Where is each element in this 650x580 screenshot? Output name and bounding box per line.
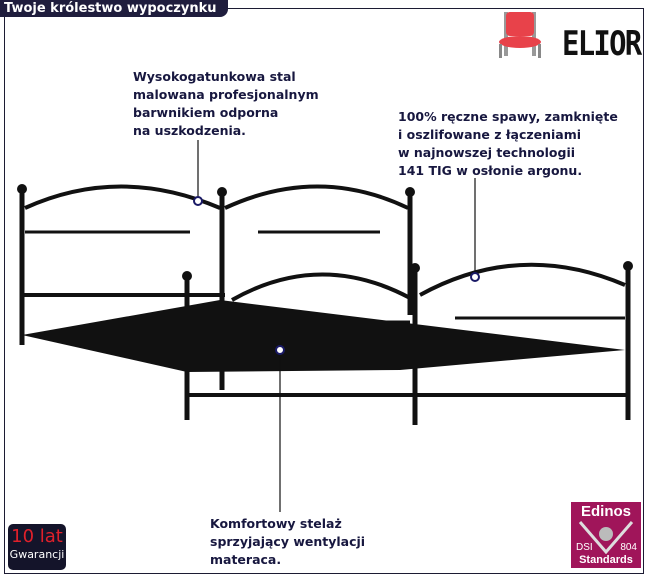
callout-dot [470, 272, 480, 282]
certificate-left: DSI [576, 542, 593, 553]
callout-line: malowana profesjonalnym [133, 87, 319, 102]
callout-line: sprzyjający wentylacji [210, 534, 366, 549]
content-frame [4, 8, 644, 574]
callout-line: i oszlifowane z łączeniami [398, 127, 582, 142]
callout-dot [275, 345, 285, 355]
callout-dot [193, 196, 203, 206]
header-tab: Twoje królestwo wypoczynku [0, 0, 229, 17]
certificate-right: 804 [620, 542, 637, 553]
warranty-years: 10 lat [11, 526, 63, 547]
callout-welds: 100% ręczne spawy, zamknięte i oszlifowa… [398, 108, 618, 180]
callout-line: na uszkodzenia. [133, 123, 246, 138]
certificate-brand: Edinos [580, 503, 631, 520]
callout-line: materaca. [210, 552, 282, 567]
callout-steel: Wysokogatunkowa stal malowana profesjona… [133, 68, 319, 140]
callout-line: 100% ręczne spawy, zamknięte [398, 109, 618, 124]
callout-slats: Komfortowy stelaż sprzyjający wentylacji… [210, 515, 365, 569]
callout-line: 141 TIG w osłonie argonu. [398, 163, 583, 178]
certificate-label: Standards [579, 554, 633, 566]
callout-line: Wysokogatunkowa stal [133, 69, 296, 84]
certificate-badge: Edinos DSI 804 Standards [571, 502, 641, 568]
brand-name: ELIOR [562, 24, 642, 64]
callout-line: w najnowszej technologii [398, 145, 576, 160]
warranty-label: Gwarancji [9, 548, 65, 561]
warranty-badge: 10 lat Gwarancji [8, 524, 66, 570]
chair-logo-icon [499, 12, 541, 58]
callout-line: Komfortowy stelaż [210, 516, 342, 531]
checkmark-icon [578, 521, 634, 554]
callout-line: barwnikiem odporna [133, 105, 279, 120]
